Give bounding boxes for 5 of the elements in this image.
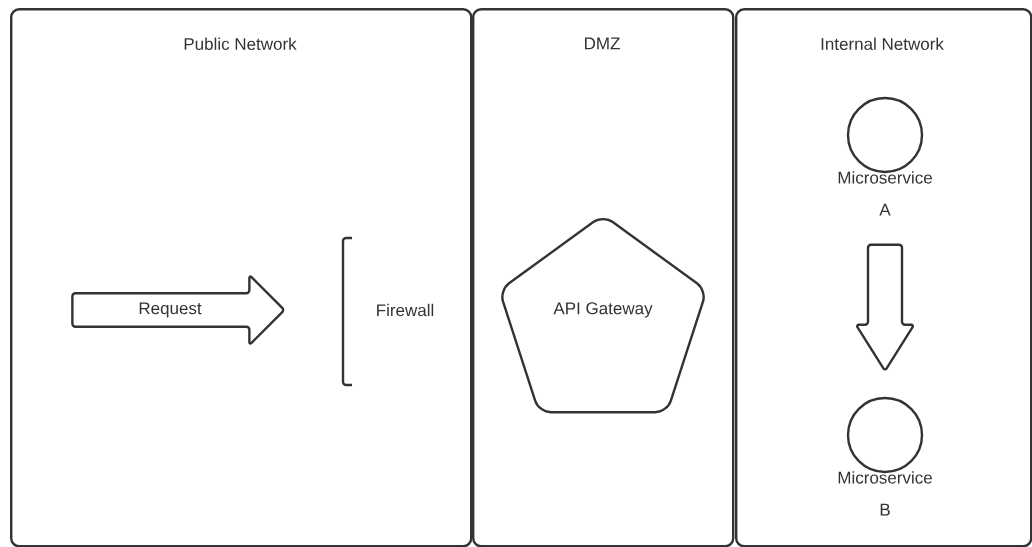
node-label: Microservice A (838, 171, 932, 216)
node-label: Microservice B (838, 471, 932, 516)
gateway-pentagon: API Gateway (501, 217, 705, 414)
firewall-bracket: Firewall (341, 236, 434, 387)
block-arrow (856, 243, 914, 371)
